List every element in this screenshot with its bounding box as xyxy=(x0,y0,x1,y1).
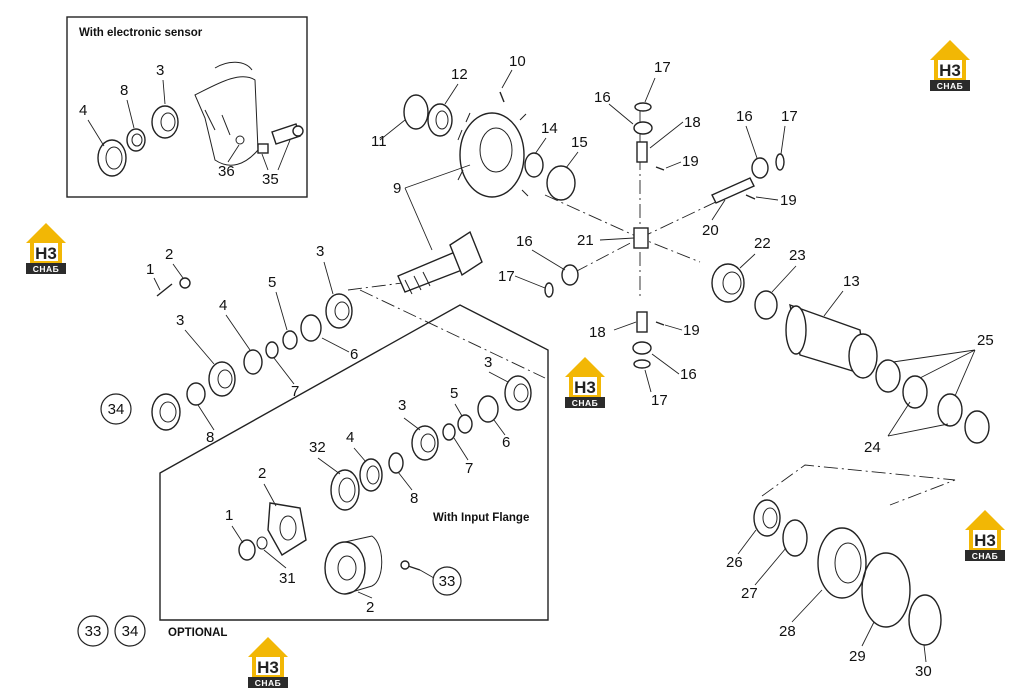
svg-text:34: 34 xyxy=(108,401,125,418)
callout-34-badge: 34 xyxy=(100,393,132,425)
callout-3-upper: 3 xyxy=(316,243,324,260)
callout-sensor-3: 3 xyxy=(156,62,164,79)
callout-16-bottom: 16 xyxy=(680,366,697,383)
logo-watermark-bottom: H3 СНАБ xyxy=(248,637,288,688)
callout-flange-2-lower: 2 xyxy=(366,599,374,616)
callout-flange-1: 1 xyxy=(225,507,233,524)
callout-flange-2-upper: 2 xyxy=(258,465,266,482)
callout-16-top: 16 xyxy=(594,89,611,106)
callout-7: 7 xyxy=(291,383,299,400)
svg-text:H3: H3 xyxy=(974,531,996,550)
svg-text:СНАБ: СНАБ xyxy=(937,81,964,91)
optional-badge-33 xyxy=(77,615,109,647)
logo-watermark-right: H3 СНАБ xyxy=(965,510,1005,561)
callout-1: 1 xyxy=(146,261,154,278)
callout-24: 24 xyxy=(864,439,881,456)
svg-text:H3: H3 xyxy=(257,658,279,677)
callout-16-left: 16 xyxy=(516,233,533,250)
callout-23: 23 xyxy=(789,247,806,264)
callout-flange-32: 32 xyxy=(309,439,326,456)
callout-6: 6 xyxy=(350,346,358,363)
callout-17-bottom: 17 xyxy=(651,392,668,409)
callout-11: 11 xyxy=(371,133,387,150)
input-flange-inset: With Input Flange 2 1 31 2 32 4 8 xyxy=(159,304,549,621)
pinion-assembly: 2 1 5 4 3 3 6 7 8 9 10 11 12 34 xyxy=(100,53,546,446)
callout-14: 14 xyxy=(541,120,558,137)
callout-flange-5: 5 xyxy=(450,385,458,402)
callout-26: 26 xyxy=(726,554,743,571)
svg-text:СНАБ: СНАБ xyxy=(972,551,999,561)
callout-19-top: 19 xyxy=(682,153,699,170)
callout-sensor-4: 4 xyxy=(79,102,87,119)
callout-19-right: 19 xyxy=(780,192,797,209)
electronic-sensor-inset: With electronic sensor 4 8 3 36 35 xyxy=(66,16,308,198)
logo-watermark-left: H3 СНАБ xyxy=(26,223,66,274)
callout-29: 29 xyxy=(849,648,866,665)
optional-note: 33 34 OPTIONAL xyxy=(77,615,227,647)
callout-flange-8: 8 xyxy=(410,490,418,507)
callout-21: 21 xyxy=(577,232,594,249)
output-bearing-group: 26 27 28 29 30 xyxy=(726,464,956,680)
callout-2: 2 xyxy=(165,246,173,263)
optional-badge-34 xyxy=(114,615,146,647)
callout-17-top: 17 xyxy=(654,59,671,76)
callout-flange-7: 7 xyxy=(465,460,473,477)
callout-19-bottom: 19 xyxy=(683,322,700,339)
callout-15: 15 xyxy=(571,134,588,151)
callout-12: 12 xyxy=(451,66,468,83)
callout-22: 22 xyxy=(754,235,771,252)
callout-flange-6: 6 xyxy=(502,434,510,451)
differential-assembly: 14 15 17 16 18 19 16 17 19 20 21 16 17 2… xyxy=(498,59,994,456)
callout-18-bottom: 18 xyxy=(589,324,606,341)
svg-text:СНАБ: СНАБ xyxy=(255,678,282,688)
callout-25: 25 xyxy=(977,332,994,349)
callout-sensor-8: 8 xyxy=(120,82,128,99)
svg-text:СНАБ: СНАБ xyxy=(572,398,599,408)
callout-sensor-35: 35 xyxy=(262,171,279,188)
callout-flange-3b: 3 xyxy=(484,354,492,371)
callout-17-left: 17 xyxy=(498,268,515,285)
callout-17-right: 17 xyxy=(781,108,798,125)
callout-flange-3: 3 xyxy=(398,397,406,414)
callout-28: 28 xyxy=(779,623,796,640)
flange-inset-title: With Input Flange xyxy=(433,512,529,524)
svg-text:СНАБ: СНАБ xyxy=(33,264,60,274)
callout-20: 20 xyxy=(702,222,719,239)
callout-10: 10 xyxy=(509,53,526,70)
callout-18-top: 18 xyxy=(684,114,701,131)
callout-27: 27 xyxy=(741,585,758,602)
svg-text:H3: H3 xyxy=(35,244,57,263)
svg-text:33: 33 xyxy=(439,573,456,590)
callout-sensor-36: 36 xyxy=(218,163,235,180)
svg-text:H3: H3 xyxy=(574,378,596,397)
callout-flange-31: 31 xyxy=(279,570,296,587)
callout-3-lower: 3 xyxy=(176,312,184,329)
logo-watermark-top-right: H3 СНАБ xyxy=(930,40,970,91)
callout-30: 30 xyxy=(915,663,932,680)
optional-label: OPTIONAL xyxy=(168,627,227,639)
svg-text:H3: H3 xyxy=(939,61,961,80)
logo-watermark-center: H3 СНАБ xyxy=(565,357,605,408)
callout-8: 8 xyxy=(206,429,214,446)
svg-text:33: 33 xyxy=(85,623,102,640)
callout-flange-4: 4 xyxy=(346,429,354,446)
sensor-inset-title: With electronic sensor xyxy=(79,27,203,39)
svg-text:34: 34 xyxy=(122,623,139,640)
callout-5: 5 xyxy=(268,274,276,291)
callout-4: 4 xyxy=(219,297,227,314)
callout-flange-33-badge: 33 xyxy=(432,566,462,596)
callout-13: 13 xyxy=(843,273,860,290)
callout-16-right: 16 xyxy=(736,108,753,125)
callout-9: 9 xyxy=(393,180,401,197)
